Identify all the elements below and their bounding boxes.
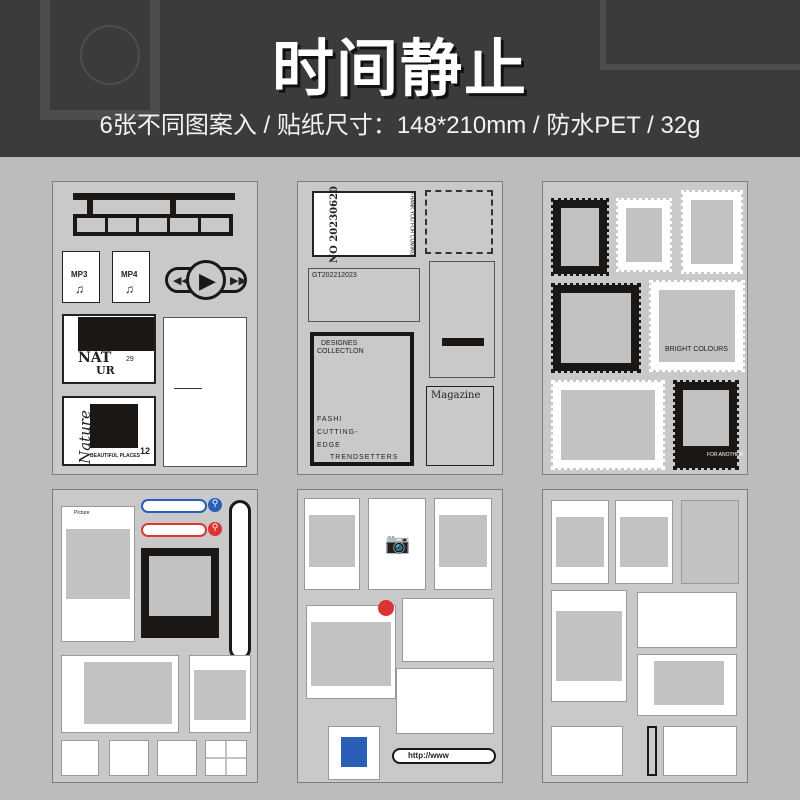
play-icon: ▶ bbox=[186, 260, 226, 300]
mp3-file-icon: MP3♫ bbox=[62, 251, 100, 303]
page-title: 时间静止 bbox=[271, 32, 528, 105]
fast-forward-icon: ▶▶ bbox=[230, 275, 247, 287]
ruler-sticker bbox=[647, 726, 657, 776]
stamp-caption: BRIGHT COLOURS bbox=[665, 346, 728, 353]
nature-number: 12 bbox=[140, 446, 151, 456]
ticket-sticker: NO 20230620 THANK YOU FOR COMING bbox=[312, 186, 416, 263]
magazine-image bbox=[78, 317, 154, 351]
ticket-side-text: THANK YOU FOR COMING bbox=[408, 192, 415, 256]
small-sticker bbox=[157, 740, 197, 776]
poster-line: FASHI bbox=[317, 416, 343, 423]
stamp-outline bbox=[425, 190, 493, 254]
notification-badge bbox=[378, 600, 394, 616]
nature-magazine-sticker: NAT UR 29 bbox=[62, 314, 156, 384]
social-post-sticker bbox=[637, 592, 737, 648]
boarding-code: GT202212023 bbox=[312, 272, 357, 279]
music-player-screen bbox=[163, 317, 247, 467]
image-placeholder-sticker bbox=[681, 500, 739, 584]
phone-login-screen bbox=[429, 261, 495, 378]
small-sticker bbox=[109, 740, 149, 776]
poster-line: CUTTING- bbox=[317, 429, 359, 436]
header-banner: 时间静止 6张不同图案入 / 贴纸尺寸：148*210mm / 防水PET / … bbox=[0, 0, 800, 157]
black-stamp bbox=[551, 198, 609, 276]
stamp-tag: FOR ANOTHER bbox=[707, 452, 744, 458]
film-strip bbox=[73, 214, 233, 236]
mp4-file-icon: MP4♫ bbox=[112, 251, 150, 303]
film-strip-top bbox=[73, 193, 235, 200]
white-stamp: BRIGHT COLOURS bbox=[649, 280, 745, 372]
photo-image bbox=[341, 737, 367, 767]
mp3-label: MP3 bbox=[71, 270, 88, 279]
film-strip-connector bbox=[87, 198, 93, 214]
search-icon: ⚲ bbox=[208, 498, 222, 512]
magazine-word: NAT bbox=[78, 350, 112, 366]
social-post-sticker bbox=[637, 654, 737, 716]
url-bar-sticker: http://www bbox=[392, 748, 496, 764]
poster-footer: TRENDSETTERS bbox=[330, 454, 399, 461]
magazine-sticker: Magazine bbox=[426, 386, 494, 466]
social-post-sticker: Picture bbox=[61, 506, 135, 642]
boarding-pass-sticker: GT202212023 bbox=[308, 268, 420, 322]
video-post-sticker bbox=[396, 668, 494, 734]
black-stamp bbox=[551, 283, 641, 373]
film-decoration bbox=[600, 0, 800, 70]
cover-image bbox=[90, 404, 138, 448]
search-bar-sticker bbox=[141, 523, 207, 537]
social-post-sticker bbox=[551, 500, 609, 584]
progress-bar bbox=[174, 388, 202, 389]
magazine-title: Magazine bbox=[431, 390, 481, 401]
social-post-sticker bbox=[304, 498, 360, 590]
magazine-word: UR bbox=[96, 364, 115, 377]
sticker-sheet-1: MP3♫ MP4♫ ◀◀ ▶▶ ▶ NAT UR 29 Nature BEAUTI… bbox=[52, 181, 258, 475]
poster-line: EDGE bbox=[317, 442, 341, 449]
login-button-shape bbox=[442, 338, 484, 346]
mp4-label: MP4 bbox=[121, 270, 138, 279]
poster-title: DESIGNES bbox=[321, 340, 358, 347]
image-placeholder-sticker bbox=[402, 598, 494, 662]
social-post-sticker bbox=[551, 726, 623, 776]
grid-sticker bbox=[205, 740, 247, 776]
white-stamp bbox=[681, 190, 743, 274]
stamp-decoration bbox=[40, 0, 160, 120]
white-stamp bbox=[616, 198, 672, 272]
vertical-search-sticker bbox=[229, 500, 251, 660]
profile-label: Picture bbox=[74, 510, 90, 516]
magazine-number: 29 bbox=[126, 356, 134, 363]
sticker-sheet-3: BRIGHT COLOURS FOR ANOTHER bbox=[542, 181, 748, 475]
sticker-sheet-5: 📷 http://www bbox=[297, 489, 503, 783]
camera-post-sticker: 📷 bbox=[368, 498, 426, 590]
sticker-sheet-4: Picture ⚲ ⚲ bbox=[52, 489, 258, 783]
photo-sticker bbox=[328, 726, 380, 780]
black-frame-sticker bbox=[141, 548, 219, 638]
poster-sticker: DESIGNES COLLECTLON FASHI CUTTING- EDGE … bbox=[310, 332, 414, 466]
ticket-number: NO 20230620 bbox=[329, 186, 340, 263]
rewind-icon: ◀◀ bbox=[173, 275, 190, 287]
image-post-sticker bbox=[306, 605, 396, 699]
search-bar-sticker bbox=[141, 499, 207, 513]
camera-icon: 📷 bbox=[385, 533, 410, 555]
search-icon: ⚲ bbox=[208, 522, 222, 536]
sticker-sheet-6 bbox=[542, 489, 748, 783]
frame-sticker bbox=[189, 655, 251, 733]
page-subtitle: 6张不同图案入 / 贴纸尺寸：148*210mm / 防水PET / 32g bbox=[99, 112, 701, 139]
nature-cover-sticker: Nature BEAUTIFUL PLACES 12 bbox=[62, 396, 156, 466]
film-strip-connector bbox=[170, 198, 176, 214]
white-stamp bbox=[551, 380, 665, 470]
post-card-sticker bbox=[61, 655, 179, 733]
poster-title: COLLECTLON bbox=[317, 348, 364, 355]
url-text: http://www bbox=[408, 751, 449, 760]
sticker-sheet-2: NO 20230620 THANK YOU FOR COMING GT20221… bbox=[297, 181, 503, 475]
small-sticker bbox=[61, 740, 99, 776]
social-post-sticker bbox=[551, 590, 627, 702]
social-post-sticker bbox=[615, 500, 673, 584]
post-image bbox=[66, 529, 130, 599]
black-stamp: FOR ANOTHER bbox=[673, 380, 743, 470]
social-post-sticker bbox=[663, 726, 737, 776]
social-post-sticker bbox=[434, 498, 492, 590]
postmark-decoration bbox=[80, 25, 140, 85]
nature-caption: BEAUTIFUL PLACES bbox=[90, 453, 140, 459]
